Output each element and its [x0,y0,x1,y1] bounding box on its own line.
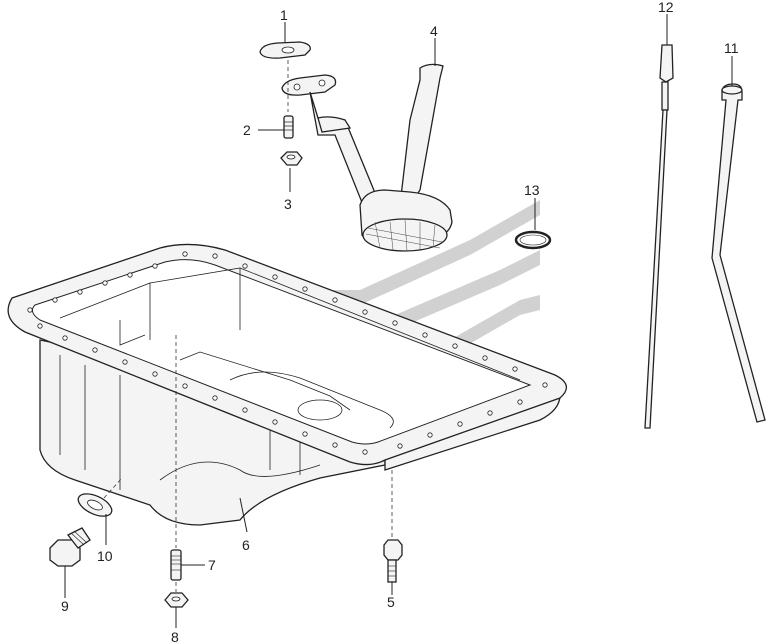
oil-strainer [281,63,453,252]
callout-9: 9 [61,598,69,614]
bolt-5 [383,539,403,583]
dipstick-12 [644,44,674,429]
callout-4: 4 [430,23,438,39]
dipstick-tube-11 [711,83,766,423]
callout-11: 11 [724,40,739,56]
callout-2: 2 [243,122,251,138]
nut-8 [164,592,189,608]
callout-3: 3 [284,196,292,212]
callout-12: 12 [658,0,674,15]
callout-13: 13 [524,182,540,198]
callout-labels: 1 2 3 4 5 6 7 8 9 10 11 12 13 [61,0,739,644]
callout-8: 8 [171,629,179,644]
callout-10: 10 [97,548,113,564]
callout-5: 5 [387,594,395,610]
nut-3 [280,151,303,166]
stud-2 [283,115,294,139]
callout-1: 1 [280,7,288,23]
gasket-1 [259,41,311,59]
leader-lines [64,14,733,628]
oil-pan [7,243,567,526]
drain-plug-9 [49,527,91,567]
stud-7 [170,549,182,581]
plug-leader-dash [103,477,123,499]
callout-7: 7 [208,557,216,573]
o-ring-13 [514,230,552,250]
callout-6: 6 [242,537,250,553]
gasket-10 [77,493,113,517]
